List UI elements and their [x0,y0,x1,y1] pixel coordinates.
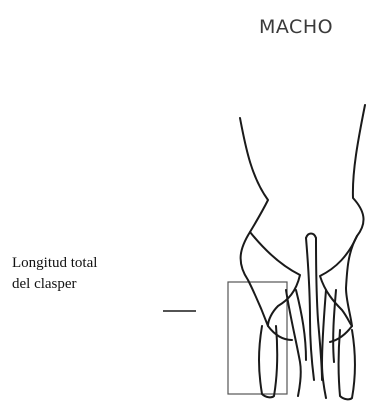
inner-right-clasper [322,290,336,398]
center-stem [306,238,322,380]
left-clasper [259,326,277,397]
inner-left-clasper [286,290,306,396]
stem-tip [306,234,316,239]
right-body-outline [346,105,365,326]
right-clasper [339,330,356,399]
left-body-outline [240,118,268,326]
